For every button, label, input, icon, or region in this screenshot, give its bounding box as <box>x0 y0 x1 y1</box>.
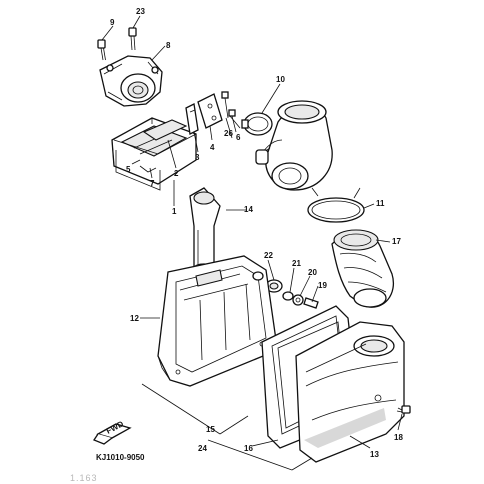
part-17-intake-duct <box>331 229 394 308</box>
fwd-arrow-icon: FWD <box>93 419 132 445</box>
part-5-gasket <box>115 150 161 191</box>
callout-24: 24 <box>198 444 207 453</box>
callout-8: 8 <box>166 41 171 50</box>
callout-18: 18 <box>394 433 403 442</box>
callout-22: 22 <box>264 251 273 260</box>
part-1-reed-block <box>111 117 197 185</box>
part-7-spacer <box>139 165 157 173</box>
part-21-collar <box>282 291 294 301</box>
part-4-valve-plate <box>197 93 223 129</box>
part-11-o-ring <box>307 187 365 223</box>
callout-9: 9 <box>110 18 115 27</box>
part-18-screw <box>396 405 411 414</box>
callout-21: 21 <box>292 259 301 268</box>
callout-2: 2 <box>174 169 179 178</box>
leader-lines <box>101 15 403 471</box>
callout-16: 16 <box>244 444 253 453</box>
part-8-reed-housing <box>99 55 163 107</box>
callout-20: 20 <box>308 268 317 277</box>
callout-17: 17 <box>392 237 401 246</box>
part-23-screw <box>128 27 137 51</box>
part-9-screw <box>97 39 106 61</box>
callout-19: 19 <box>318 281 327 290</box>
callout-1: 1 <box>172 207 177 216</box>
callout-11: 11 <box>376 199 385 208</box>
callout-12: 12 <box>130 314 139 323</box>
callout-13: 13 <box>370 450 379 459</box>
part-2-reed-petal <box>142 119 188 141</box>
callout-26: 26 <box>224 129 233 138</box>
part-3-valve-stopper <box>185 103 199 135</box>
callout-6: 6 <box>236 133 241 142</box>
part-12-air-filter-case <box>157 255 277 387</box>
part-13-air-cleaner-cover <box>295 321 405 463</box>
callout-23: 23 <box>136 7 145 16</box>
callout-5: 5 <box>126 165 131 174</box>
callout-3: 3 <box>195 153 200 162</box>
callout-10: 10 <box>276 75 285 84</box>
callout-15: 15 <box>206 425 215 434</box>
part-14-intake-tube <box>189 187 221 273</box>
faint-footer-text: 1.163 <box>70 473 98 483</box>
callouts: 9 23 8 10 11 14 17 12 22 21 20 19 6 26 4… <box>110 7 403 459</box>
callout-4: 4 <box>210 143 215 152</box>
callout-7: 7 <box>150 179 155 188</box>
part-20-washer <box>292 294 304 306</box>
callout-14: 14 <box>244 205 253 214</box>
part-10-clamp <box>241 112 273 136</box>
diagram-code: KJ1010-9050 <box>96 453 145 462</box>
part-26-screw <box>221 91 229 119</box>
joint-pipe <box>255 100 333 191</box>
part-19-bolt <box>303 297 319 309</box>
